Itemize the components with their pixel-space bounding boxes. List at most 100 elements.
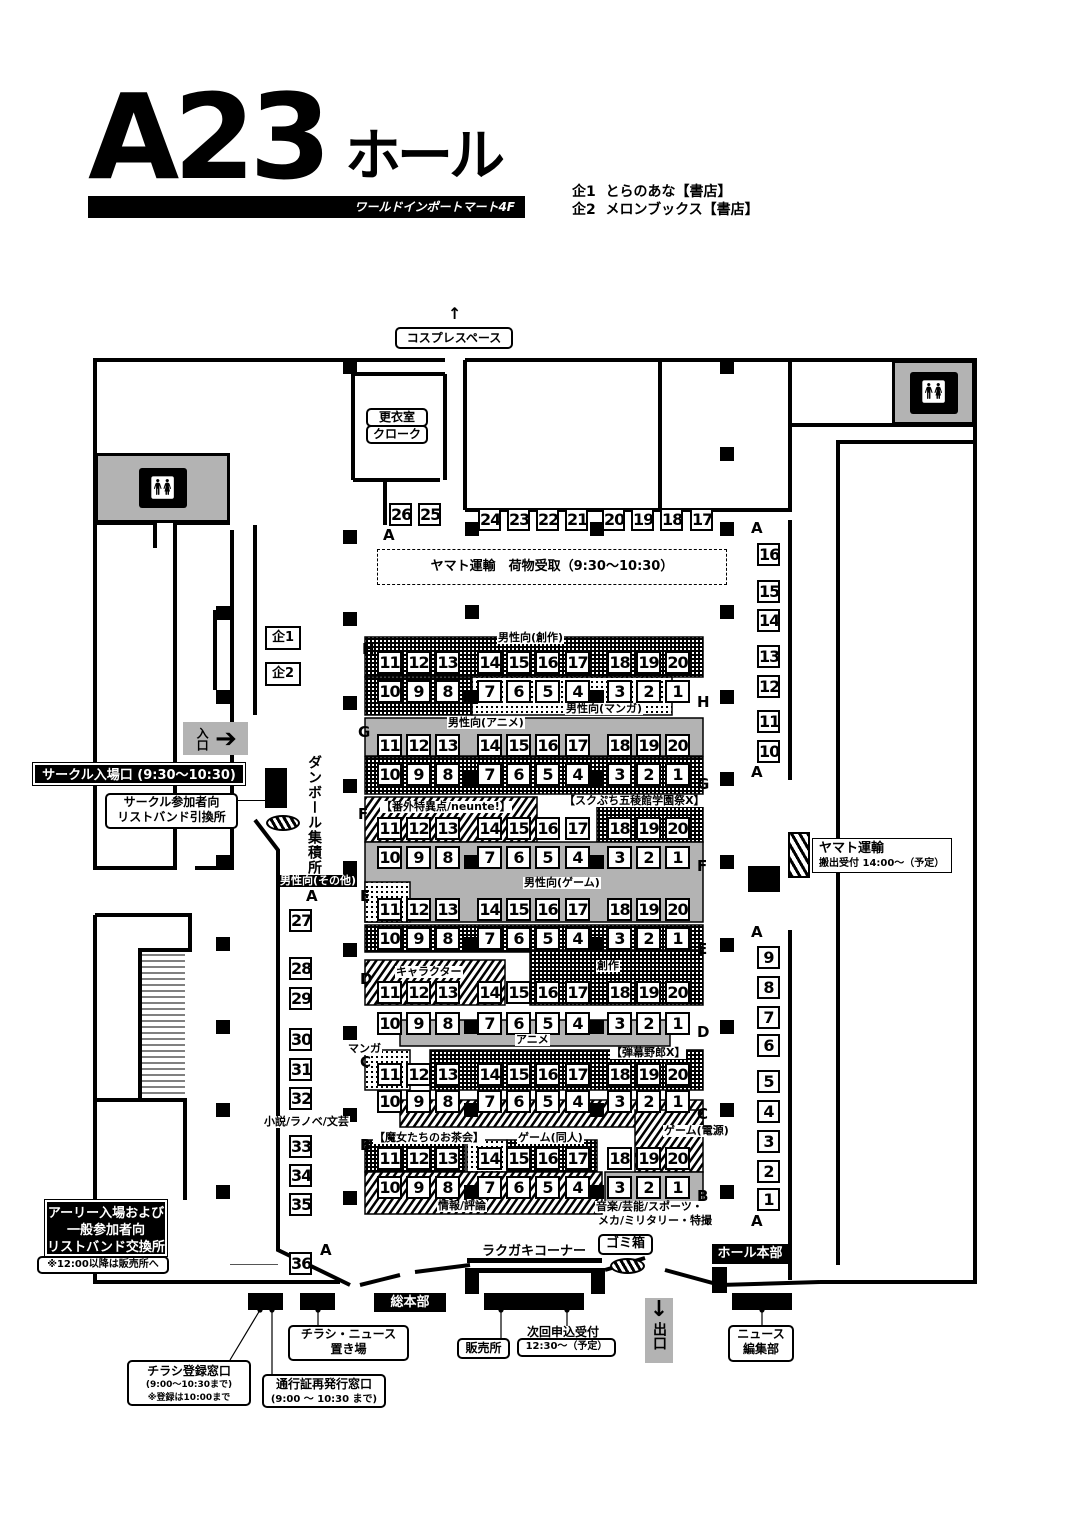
booth-D-1[interactable]: 1 [665,1012,690,1035]
booth-C-13[interactable]: 13 [435,1063,460,1086]
booth-F-19[interactable]: 19 [636,817,661,840]
booth-H-5[interactable]: 5 [535,680,560,703]
booth-D-9[interactable]: 9 [406,1012,431,1035]
wall-booth-29[interactable]: 29 [289,987,312,1010]
booth-D-8[interactable]: 8 [435,1012,460,1035]
wall-booth-30[interactable]: 30 [289,1028,312,1051]
booth-C-17[interactable]: 17 [565,1063,590,1086]
booth-H-7[interactable]: 7 [477,680,502,703]
wall-booth-32[interactable]: 32 [289,1087,312,1110]
booth-H-6[interactable]: 6 [506,680,531,703]
booth-E-1[interactable]: 1 [665,927,690,950]
booth-E-13[interactable]: 13 [435,898,460,921]
booth-D-5[interactable]: 5 [535,1012,560,1035]
booth-F-1[interactable]: 1 [665,846,690,869]
booth-E-16[interactable]: 16 [535,898,560,921]
booth-H-15[interactable]: 15 [506,651,531,674]
booth-G-2[interactable]: 2 [636,763,661,786]
booth-H-12[interactable]: 12 [406,651,431,674]
booth-D-6[interactable]: 6 [506,1012,531,1035]
booth-B-10[interactable]: 10 [377,1176,402,1199]
wall-booth-26[interactable]: 26 [389,503,412,526]
booth-G-6[interactable]: 6 [506,763,531,786]
booth-D-20[interactable]: 20 [665,981,690,1004]
booth-F-15[interactable]: 15 [506,817,531,840]
booth-E-9[interactable]: 9 [406,927,431,950]
booth-F-9[interactable]: 9 [406,846,431,869]
booth-F-7[interactable]: 7 [477,846,502,869]
booth-F-16[interactable]: 16 [535,817,560,840]
booth-B-14[interactable]: 14 [477,1147,502,1170]
booth-C-14[interactable]: 14 [477,1063,502,1086]
booth-G-14[interactable]: 14 [477,734,502,757]
booth-E-4[interactable]: 4 [565,927,590,950]
wall-booth-19[interactable]: 19 [631,508,654,531]
booth-B-20[interactable]: 20 [665,1147,690,1170]
booth-D-12[interactable]: 12 [406,981,431,1004]
booth-G-1[interactable]: 1 [665,763,690,786]
booth-E-6[interactable]: 6 [506,927,531,950]
booth-H-19[interactable]: 19 [636,651,661,674]
booth-H-2[interactable]: 2 [636,680,661,703]
booth-D-18[interactable]: 18 [607,981,632,1004]
booth-E-3[interactable]: 3 [607,927,632,950]
booth-E-20[interactable]: 20 [665,898,690,921]
wall-booth-7[interactable]: 7 [757,1006,780,1029]
booth-B-13[interactable]: 13 [435,1147,460,1170]
wall-booth-35[interactable]: 35 [289,1193,312,1216]
booth-G-11[interactable]: 11 [377,734,402,757]
booth-H-16[interactable]: 16 [535,651,560,674]
wall-booth-8[interactable]: 8 [757,976,780,999]
wall-booth-11[interactable]: 11 [757,710,780,733]
booth-H-10[interactable]: 10 [377,680,402,703]
booth-B-2[interactable]: 2 [636,1176,661,1199]
booth-G-4[interactable]: 4 [565,763,590,786]
booth-H-8[interactable]: 8 [435,680,460,703]
booth-C-16[interactable]: 16 [535,1063,560,1086]
booth-F-2[interactable]: 2 [636,846,661,869]
booth-E-15[interactable]: 15 [506,898,531,921]
booth-C-15[interactable]: 15 [506,1063,531,1086]
wall-booth-1[interactable]: 1 [757,1188,780,1211]
booth-G-5[interactable]: 5 [535,763,560,786]
booth-F-3[interactable]: 3 [607,846,632,869]
wall-booth-5[interactable]: 5 [757,1070,780,1093]
booth-B-11[interactable]: 11 [377,1147,402,1170]
booth-D-15[interactable]: 15 [506,981,531,1004]
wall-booth-31[interactable]: 31 [289,1058,312,1081]
booth-F-17[interactable]: 17 [565,817,590,840]
booth-G-12[interactable]: 12 [406,734,431,757]
booth-E-8[interactable]: 8 [435,927,460,950]
booth-D-3[interactable]: 3 [607,1012,632,1035]
booth-D-11[interactable]: 11 [377,981,402,1004]
booth-G-10[interactable]: 10 [377,763,402,786]
wall-booth-10[interactable]: 10 [757,740,780,763]
booth-H-1[interactable]: 1 [665,680,690,703]
wall-booth-15[interactable]: 15 [757,580,780,603]
booth-E-17[interactable]: 17 [565,898,590,921]
wall-booth-18[interactable]: 18 [660,508,683,531]
wall-booth-6[interactable]: 6 [757,1034,780,1057]
booth-E-7[interactable]: 7 [477,927,502,950]
wall-booth-4[interactable]: 4 [757,1100,780,1123]
booth-D-2[interactable]: 2 [636,1012,661,1035]
booth-E-19[interactable]: 19 [636,898,661,921]
booth-B-1[interactable]: 1 [665,1176,690,1199]
booth-E-2[interactable]: 2 [636,927,661,950]
booth-F-13[interactable]: 13 [435,817,460,840]
booth-E-14[interactable]: 14 [477,898,502,921]
booth-C-5[interactable]: 5 [535,1090,560,1113]
wall-booth-27[interactable]: 27 [289,909,312,932]
booth-H-18[interactable]: 18 [607,651,632,674]
booth-C-2[interactable]: 2 [636,1090,661,1113]
booth-F-12[interactable]: 12 [406,817,431,840]
booth-G-8[interactable]: 8 [435,763,460,786]
wall-booth-2[interactable]: 2 [757,1160,780,1183]
booth-F-6[interactable]: 6 [506,846,531,869]
booth-C-9[interactable]: 9 [406,1090,431,1113]
booth-G-17[interactable]: 17 [565,734,590,757]
booth-B-19[interactable]: 19 [636,1147,661,1170]
booth-F-8[interactable]: 8 [435,846,460,869]
booth-F-18[interactable]: 18 [607,817,632,840]
booth-B-9[interactable]: 9 [406,1176,431,1199]
